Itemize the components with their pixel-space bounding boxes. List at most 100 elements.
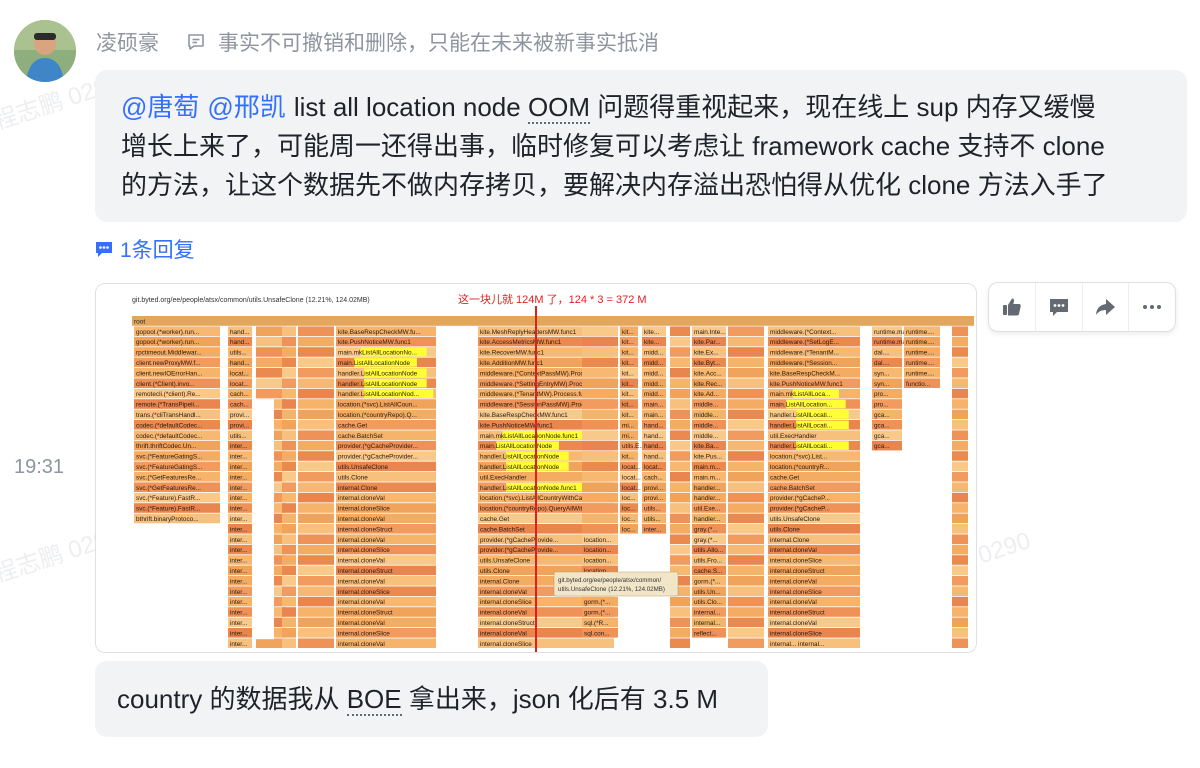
flame-frame — [620, 461, 638, 472]
flame-frame-label: handler... — [694, 516, 721, 523]
reply-thread-link[interactable]: 1条回复 — [94, 234, 195, 264]
term-boe[interactable]: BOE — [346, 684, 402, 716]
mention-user[interactable]: @唐萄 — [121, 92, 200, 122]
flame-frame — [768, 576, 860, 586]
flame-frame — [768, 638, 860, 648]
flame-frame-label: main.Inte... — [694, 329, 726, 336]
flame-frame — [582, 430, 618, 440]
flame-frame — [282, 482, 296, 492]
more-button[interactable] — [1128, 283, 1175, 331]
flame-frame-label: gopool.(*worker).run... — [136, 339, 199, 346]
flame-frame — [478, 472, 614, 482]
flame-frame — [228, 430, 252, 440]
flame-frame — [620, 440, 638, 451]
flame-frame-label: internal.Clone — [480, 578, 520, 585]
flame-frame — [228, 628, 252, 638]
flame-frame — [620, 347, 638, 357]
flame-frame-label: midd... — [644, 391, 663, 398]
flame-frame — [582, 492, 618, 503]
flame-frame-label: location.(*svc).List... — [770, 454, 827, 461]
flame-frame — [768, 451, 860, 461]
flame-frame-label: kite.BaseRespCheckMW.fu... — [338, 329, 421, 336]
flame-frame — [336, 503, 436, 513]
flame-frame — [952, 524, 968, 534]
message-text-segment: 问题得重视起来，现在线上 sup 内存又缓慢 — [590, 92, 1096, 122]
reply-button[interactable] — [1034, 283, 1082, 331]
flame-frame-label: gca... — [874, 422, 890, 429]
flame-frame-label: kit... — [622, 391, 634, 398]
flame-frame — [336, 638, 436, 648]
flame-frame-label: middleware.(*Session... — [770, 360, 837, 367]
flame-frame-label: location... — [584, 568, 612, 575]
flame-frame-label: kite... — [644, 339, 659, 346]
flame-frame-label: runtime.... — [906, 370, 935, 377]
flame-frame — [670, 576, 690, 586]
flame-frame — [256, 368, 286, 378]
flame-frame-label: internal.cloneVal — [480, 630, 527, 637]
flame-frame — [692, 576, 726, 586]
flame-frame — [228, 565, 252, 576]
like-button[interactable] — [989, 283, 1035, 331]
flame-frame — [952, 368, 968, 378]
image-attachment[interactable]: git.byted.org/ee/people/atsx/common/util… — [95, 283, 977, 653]
flame-frame — [670, 347, 690, 357]
flame-frame — [692, 513, 726, 524]
flame-frame — [582, 596, 618, 607]
flame-frame — [336, 326, 436, 336]
term-oom[interactable]: OOM — [527, 92, 591, 124]
avatar[interactable] — [14, 20, 76, 82]
flame-frame — [478, 357, 614, 368]
flame-frame — [768, 524, 860, 534]
flame-frame — [670, 513, 690, 524]
flame-frame — [952, 378, 968, 388]
flame-frame — [692, 596, 726, 607]
flame-frame-label: kite.Acc... — [694, 370, 722, 377]
flame-frame-label: runtime.... — [906, 350, 935, 357]
message-bubble[interactable]: country 的数据我从 BOE 拿出来，json 化后有 3.5 M — [95, 661, 768, 737]
flame-tooltip-text: git.byted.org/ee/people/atsx/common/ — [558, 577, 661, 584]
flame-frame — [228, 492, 252, 503]
flame-frame — [768, 357, 860, 368]
flame-frame-label: svc.(*FeatureGatingS... — [136, 464, 203, 471]
flame-frame — [134, 451, 220, 461]
flame-frame-label: cach... — [230, 402, 249, 409]
sender-name[interactable]: 凌硕豪 — [96, 32, 159, 55]
flame-frame — [642, 513, 666, 524]
flame-frame — [670, 482, 690, 492]
flame-frame — [620, 420, 638, 430]
flame-frame — [670, 326, 690, 336]
flame-frame — [478, 544, 614, 555]
flame-frame-label: gca... — [874, 443, 890, 450]
flame-frame-label: inter... — [230, 454, 248, 461]
flame-frame — [256, 326, 286, 336]
flame-frame — [692, 461, 726, 472]
mention-user[interactable]: @邢凯 — [207, 92, 286, 122]
flame-frame — [728, 482, 764, 492]
flame-frame — [228, 513, 252, 524]
flame-gap — [256, 399, 274, 640]
flame-frame — [582, 368, 618, 378]
flame-frame — [134, 482, 220, 492]
flame-frame — [582, 534, 618, 544]
flame-frame-label: internal.cloneVal — [338, 495, 385, 502]
flame-frame-label: internal.cloneSlice — [770, 630, 822, 637]
flame-frame — [728, 617, 764, 628]
flame-frame — [298, 430, 334, 440]
flame-frame — [620, 513, 638, 524]
flame-frame — [134, 461, 220, 472]
flame-frame — [872, 399, 902, 409]
flame-frame — [670, 638, 690, 648]
forward-button[interactable] — [1081, 283, 1129, 331]
flame-frame — [134, 492, 220, 503]
flame-frame — [872, 368, 902, 378]
flame-frame — [134, 368, 220, 378]
flame-frame — [298, 357, 334, 368]
flame-frame-label: svc.(*GetFeaturesRe... — [136, 474, 201, 481]
flame-frame-label: handler.ListAllLocati... — [770, 443, 832, 450]
flame-frame — [582, 357, 618, 368]
annotation-text: 这一块儿就 124M 了，124 * 3 = 372 M — [458, 292, 647, 306]
flame-frame-label: utils.Clo... — [694, 599, 722, 606]
flame-frame-label: location.(*countryRepo).Q... — [338, 412, 417, 419]
flame-frame — [692, 503, 726, 513]
